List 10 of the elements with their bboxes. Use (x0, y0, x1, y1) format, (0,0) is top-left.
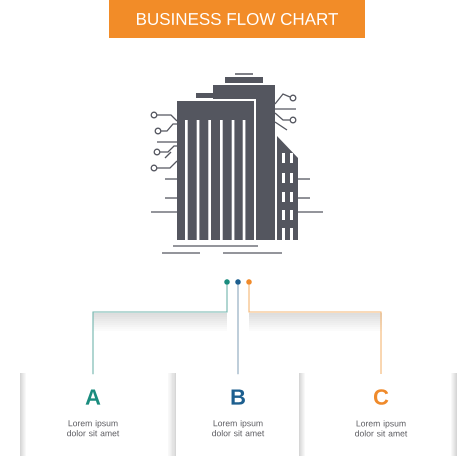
step-text: Lorem ipsum dolor sit amet (67, 420, 120, 436)
connector-line (92, 284, 228, 374)
step-text: Lorem ipsum dolor sit amet (355, 420, 408, 436)
step-text: Lorem ipsum dolor sit amet (212, 420, 264, 436)
step-letter: A (86, 389, 100, 405)
step-letter: C (374, 389, 388, 405)
connector-line (248, 284, 382, 374)
step-letter: B (232, 389, 245, 405)
connector-line (237, 284, 239, 374)
title-banner: BUSINESS FLOW CHART (109, 0, 365, 38)
